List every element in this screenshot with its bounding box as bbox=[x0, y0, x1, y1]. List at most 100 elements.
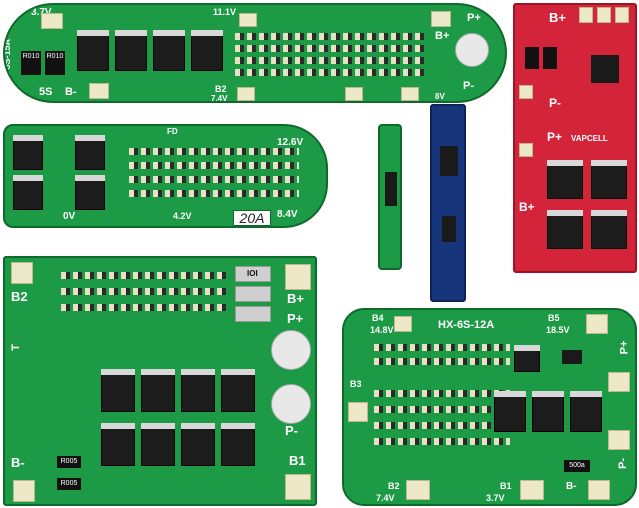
b3-resistor-2: R005 bbox=[57, 478, 81, 490]
b4-pad-1 bbox=[394, 316, 412, 332]
red-pad-3 bbox=[615, 7, 629, 23]
resistor-1: R010 bbox=[21, 51, 41, 75]
label-b4-model: HX-6S-12A bbox=[438, 319, 495, 331]
label-fd: FD bbox=[167, 127, 178, 136]
b3-mosfet-7 bbox=[181, 423, 215, 466]
red-resistor-2 bbox=[543, 47, 557, 69]
mosfet-3 bbox=[153, 30, 185, 71]
b4-mosfet-3 bbox=[532, 391, 564, 432]
label-b3-t: T bbox=[9, 344, 22, 351]
b3-row-3 bbox=[61, 304, 229, 311]
label-b4-b1: B1 bbox=[500, 481, 512, 491]
b3-row-2 bbox=[61, 288, 229, 295]
b4-pad-4 bbox=[608, 372, 630, 392]
mosfet-2-3 bbox=[13, 175, 43, 210]
pad-top-right bbox=[431, 11, 451, 27]
b3-component-2 bbox=[235, 286, 271, 302]
label-b4-b4: B4 bbox=[372, 313, 384, 323]
label-b3-b2: B2 bbox=[11, 289, 28, 304]
thin-board bbox=[378, 124, 402, 270]
red-pad-2 bbox=[597, 7, 611, 23]
component-row-2-2 bbox=[129, 162, 299, 169]
label-12-6v: 12.6V bbox=[277, 137, 304, 148]
red-board: B+ P- P+ VAPCELL B+ bbox=[513, 3, 637, 273]
b3-mosfet-8 bbox=[221, 423, 255, 466]
b4-pad-6 bbox=[588, 480, 610, 500]
label-red-b-plus-2: B+ bbox=[519, 200, 535, 214]
label-b4-7-4v: 7.4V bbox=[376, 493, 395, 503]
b3-resistor-1: R005 bbox=[57, 456, 81, 468]
red-side-pad-1 bbox=[519, 85, 533, 99]
component-row-1 bbox=[235, 33, 425, 40]
label-b4-b2: B2 bbox=[388, 481, 400, 491]
label-b3-b-plus: B+ bbox=[287, 291, 304, 306]
b4-pad-5 bbox=[608, 430, 630, 450]
b4-mosfet-1 bbox=[514, 345, 540, 372]
board-hx-6s-12a: B4 14.8V HX-6S-12A B5 18.5V P+ B3 P- 500… bbox=[342, 308, 637, 506]
label-b3-ioi: IOI bbox=[247, 269, 258, 278]
label-b4-3-7v: 3.7V bbox=[486, 493, 505, 503]
b3-mosfet-3 bbox=[181, 369, 215, 412]
thin-board-chip bbox=[385, 172, 397, 206]
b4-mosfet-2 bbox=[494, 391, 526, 432]
board-20a: 0V FD 12.6V 4.2V 20A 8.4V bbox=[3, 124, 328, 228]
b3-component-3 bbox=[235, 306, 271, 322]
label-b4-b-minus: B- bbox=[566, 481, 577, 492]
component-row-3 bbox=[235, 57, 425, 64]
label-b3-p-minus: P- bbox=[285, 423, 298, 438]
b3-mosfet-6 bbox=[141, 423, 175, 466]
blue-board bbox=[430, 104, 466, 302]
b3-mosfet-4 bbox=[221, 369, 255, 412]
label-4-2v: 4.2V bbox=[173, 211, 192, 221]
red-pad-1 bbox=[579, 7, 593, 23]
label-0v: 0V bbox=[63, 211, 76, 222]
label-3-7v: 3.7V bbox=[31, 8, 52, 18]
mosfet-2-1 bbox=[13, 135, 43, 170]
label-8v: 8V bbox=[435, 92, 445, 101]
board-3s: B2 T IOI B+ P+ P- B- R005 R005 B1 bbox=[3, 256, 317, 506]
red-mosfet-4 bbox=[591, 210, 627, 249]
b4-pad-3 bbox=[348, 402, 368, 422]
label-red-p-plus: P+ bbox=[547, 130, 563, 144]
pad-bottom-1 bbox=[89, 83, 109, 99]
b3-hole-2 bbox=[271, 384, 311, 424]
label-red-p-minus: P- bbox=[549, 96, 561, 110]
b3-mosfet-5 bbox=[101, 423, 135, 466]
b3-row-1 bbox=[61, 272, 229, 279]
mosfet-2-2 bbox=[75, 135, 105, 170]
red-mosfet-2 bbox=[591, 160, 627, 199]
blue-board-chip-2 bbox=[442, 216, 456, 242]
label-p-plus: P+ bbox=[467, 12, 481, 24]
mount-hole bbox=[455, 33, 489, 67]
label-11-1v: 11.1V bbox=[213, 7, 237, 17]
current-rating-tag: 20A bbox=[233, 210, 271, 226]
resistor-2: R010 bbox=[45, 51, 65, 75]
label-b3-p-plus: P+ bbox=[287, 311, 304, 326]
label-8-4v: 8.4V bbox=[277, 209, 298, 220]
label-b4-14-8v: 14.8V bbox=[370, 325, 394, 335]
blue-board-chip bbox=[440, 146, 458, 176]
label-b2: B2 bbox=[215, 84, 227, 94]
component-row-2-1 bbox=[129, 148, 299, 155]
label-b3-b-minus: B- bbox=[11, 455, 25, 470]
mosfet-2-4 bbox=[75, 175, 105, 210]
b4-pad-7 bbox=[406, 480, 430, 500]
red-mosfet-3 bbox=[547, 210, 583, 249]
board-hx-5s-15a: 3.7V HX-5S-15A R010 R010 5S B- 11.1V B2 … bbox=[3, 3, 507, 103]
pad-bottom-2 bbox=[237, 87, 255, 101]
b3-hole-1 bbox=[271, 330, 311, 370]
label-b4-p-minus: P- bbox=[617, 458, 629, 469]
label-b-plus: B+ bbox=[435, 30, 450, 42]
b4-pad-8 bbox=[520, 480, 544, 500]
b3-pad-bottom-right bbox=[285, 474, 311, 500]
label-b4-p-plus: P+ bbox=[618, 340, 631, 355]
b4-pad-2 bbox=[586, 314, 608, 334]
label-red-b-plus: B+ bbox=[549, 10, 566, 25]
component-row-2-4 bbox=[129, 190, 299, 197]
b4-row-4 bbox=[374, 406, 510, 413]
mosfet-4 bbox=[191, 30, 223, 71]
pad-top-mid bbox=[239, 13, 257, 27]
red-resistor-1 bbox=[525, 47, 539, 69]
mosfet-1 bbox=[77, 30, 109, 71]
b3-mosfet-1 bbox=[101, 369, 135, 412]
